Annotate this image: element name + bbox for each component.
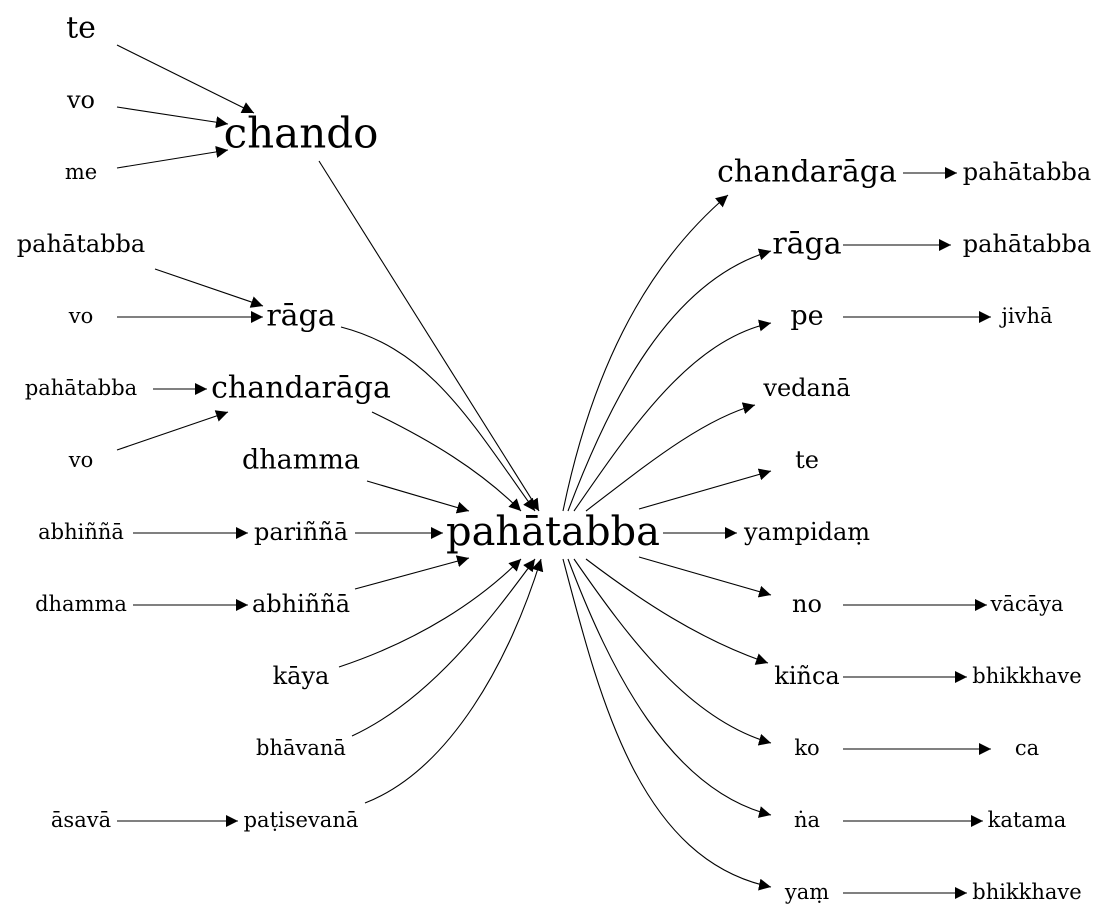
edge-center-no — [638, 556, 772, 598]
edge-raga-center — [340, 326, 536, 512]
edge-center-yam — [562, 558, 772, 891]
node-katama: katama — [988, 808, 1067, 832]
edge-kaya-center — [338, 558, 522, 668]
edge-vo-chandaraga — [116, 410, 229, 451]
edge-center-ko — [573, 558, 772, 746]
node-no: no — [792, 590, 822, 618]
edge-center-vedana — [585, 402, 756, 512]
edge-patisevana-center — [364, 558, 544, 804]
node-chandaraga-left: chandarāga — [211, 371, 391, 406]
node-te-right: te — [795, 446, 819, 474]
edge-pahatabba-raga — [154, 268, 264, 308]
node-bhikkhave-1: bhikkhave — [972, 664, 1081, 688]
node-vedana: vedanā — [762, 374, 850, 402]
edge-chando-center — [318, 160, 540, 512]
edge-chandaraga-center — [371, 411, 522, 512]
node-raga-left: rāga — [266, 299, 335, 334]
node-pe: pe — [790, 301, 823, 332]
node-chando: chando — [224, 109, 379, 158]
node-yam: yaṃ — [784, 880, 829, 904]
edge-center-na — [567, 558, 772, 818]
edge-bhavana-center — [351, 558, 536, 737]
edge-center-chandaraga — [562, 194, 729, 512]
edge-center-te — [638, 468, 772, 510]
node-pahatabba-r1: pahātabba — [963, 158, 1091, 186]
node-vo-top: vo — [66, 86, 95, 114]
node-ko: ko — [794, 736, 819, 760]
node-kinca: kiñca — [774, 662, 839, 690]
edge-abhinna-center — [354, 555, 470, 590]
node-pahatabba-l1: pahātabba — [17, 230, 145, 258]
edge-center-kinca — [585, 558, 769, 665]
node-abhinna-src: abhiññā — [38, 520, 124, 544]
node-me: me — [65, 160, 97, 184]
node-vacaya: vācāya — [989, 592, 1063, 616]
node-kaya: kāya — [273, 662, 330, 690]
nodes: te vo me chando pahātabba vo rāga pahāta… — [17, 11, 1091, 905]
edge-center-pe — [573, 319, 772, 512]
node-center: pahātabba — [446, 509, 660, 555]
node-bhikkhave-2: bhikkhave — [972, 880, 1081, 904]
node-jivha: jivhā — [998, 304, 1052, 328]
node-raga-right: rāga — [772, 227, 841, 262]
node-patisevana: paṭisevanā — [244, 808, 359, 832]
edge-vo-chando — [116, 106, 229, 129]
node-ca: ca — [1015, 736, 1039, 760]
node-te-top: te — [66, 11, 96, 46]
node-asava: āsavā — [51, 808, 111, 832]
node-bhavana: bhāvanā — [256, 736, 346, 760]
edges — [116, 44, 991, 899]
edge-dhamma-center — [366, 480, 470, 514]
node-abhinna: abhiññā — [252, 590, 350, 618]
node-dhamma-src: dhamma — [35, 592, 127, 616]
node-pahatabba-r2: pahātabba — [963, 230, 1091, 258]
node-chandaraga-right: chandarāga — [717, 155, 897, 190]
node-vo-low: vo — [68, 448, 94, 472]
node-dhamma-left: dhamma — [242, 445, 360, 476]
edge-center-raga — [567, 248, 772, 512]
node-parinna: pariññā — [254, 518, 348, 546]
node-vo-mid: vo — [68, 304, 94, 328]
node-pahatabba-l2: pahātabba — [25, 376, 137, 400]
edge-me-chando — [116, 145, 229, 169]
edge-te-chando — [116, 44, 255, 114]
node-yampidam: yampidaṃ — [743, 518, 870, 546]
node-na: ṅa — [794, 808, 820, 832]
